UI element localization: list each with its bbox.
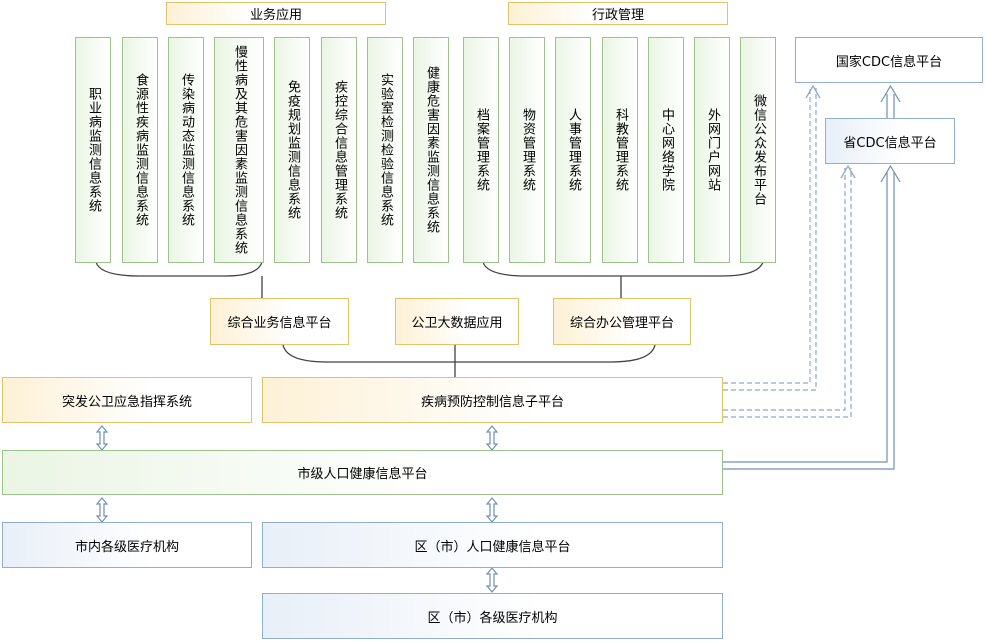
- double-arrow-city-district: [485, 497, 499, 523]
- business-system-7: 实验室检测检验信息系统: [367, 37, 403, 263]
- office-platform: 综合办公管理平台: [553, 298, 691, 345]
- double-arrow-city-medical: [95, 497, 109, 523]
- provincial-cdc-label: 省CDC信息平台: [843, 135, 937, 151]
- business-system-4: 慢性病及其危害因素监测信息系统: [214, 37, 264, 263]
- cdc-sub-platform: 疾病预防控制信息子平台: [262, 377, 723, 423]
- emergency-command-label: 突发公卫应急指挥系统: [61, 394, 192, 410]
- dashed-arrow-heads: [805, 84, 856, 179]
- city-health-platform: 市级人口健康信息平台: [2, 450, 723, 495]
- admin-header: 行政管理: [508, 2, 728, 25]
- solid-arrow-city-provincial: [723, 164, 901, 470]
- business-info-platform-label: 综合业务信息平台: [227, 316, 332, 331]
- business-system-3: 传染病动态监测信息系统: [168, 37, 204, 263]
- district-medical-institutions: 区（市）各级医疗机构: [262, 593, 723, 639]
- office-platform-label: 综合办公管理平台: [569, 316, 674, 331]
- district-health-platform: 区（市）人口健康信息平台: [262, 522, 723, 568]
- cdc-sub-platform-label: 疾病预防控制信息子平台: [420, 394, 564, 410]
- national-cdc-label: 国家CDC信息平台: [835, 54, 943, 70]
- business-system-8: 健康危害因素监测信息系统: [413, 37, 449, 263]
- admin-system-2: 物资管理系统: [509, 37, 545, 263]
- business-header-label: 业务应用: [249, 8, 302, 23]
- admin-bracket: [482, 261, 764, 277]
- admin-system-5: 中心网络学院: [648, 37, 684, 263]
- city-medical-institutions: 市内各级医疗机构: [2, 522, 252, 568]
- double-arrow-district-medical: [485, 567, 499, 593]
- big-data-app-label: 公卫大数据应用: [411, 316, 503, 331]
- district-medical-label: 区（市）各级医疗机构: [427, 610, 558, 626]
- double-arrow-cdc-city: [485, 425, 499, 451]
- business-system-1: 职业病监测信息系统: [75, 37, 111, 263]
- admin-header-label: 行政管理: [591, 8, 644, 23]
- admin-system-6: 外网门户网站: [694, 37, 730, 263]
- emergency-command-system: 突发公卫应急指挥系统: [2, 377, 252, 423]
- platform-bracket: [282, 344, 656, 363]
- business-system-2: 食源性疾病监测信息系统: [122, 37, 158, 263]
- big-data-app: 公卫大数据应用: [395, 298, 519, 345]
- city-health-platform-label: 市级人口健康信息平台: [297, 467, 428, 482]
- business-header: 业务应用: [166, 2, 386, 25]
- double-arrow-emergency-city: [95, 425, 109, 451]
- admin-system-3: 人事管理系统: [555, 37, 591, 263]
- solid-arrow-provincial-national: [880, 84, 901, 118]
- business-system-6: 疾控综合信息管理系统: [321, 37, 357, 263]
- business-system-5: 免疫规划监测信息系统: [274, 37, 310, 263]
- city-medical-label: 市内各级医疗机构: [74, 539, 179, 555]
- admin-system-1: 档案管理系统: [463, 37, 499, 263]
- admin-system-7: 微信公众发布平台: [740, 37, 776, 263]
- provincial-cdc-platform: 省CDC信息平台: [825, 118, 955, 164]
- district-health-label: 区（市）人口健康信息平台: [414, 539, 571, 555]
- dashed-arrows: [723, 88, 852, 418]
- national-cdc-platform: 国家CDC信息平台: [795, 37, 983, 83]
- admin-system-4: 科教管理系统: [602, 37, 638, 263]
- business-info-platform: 综合业务信息平台: [210, 298, 349, 345]
- business-bracket: [95, 261, 263, 277]
